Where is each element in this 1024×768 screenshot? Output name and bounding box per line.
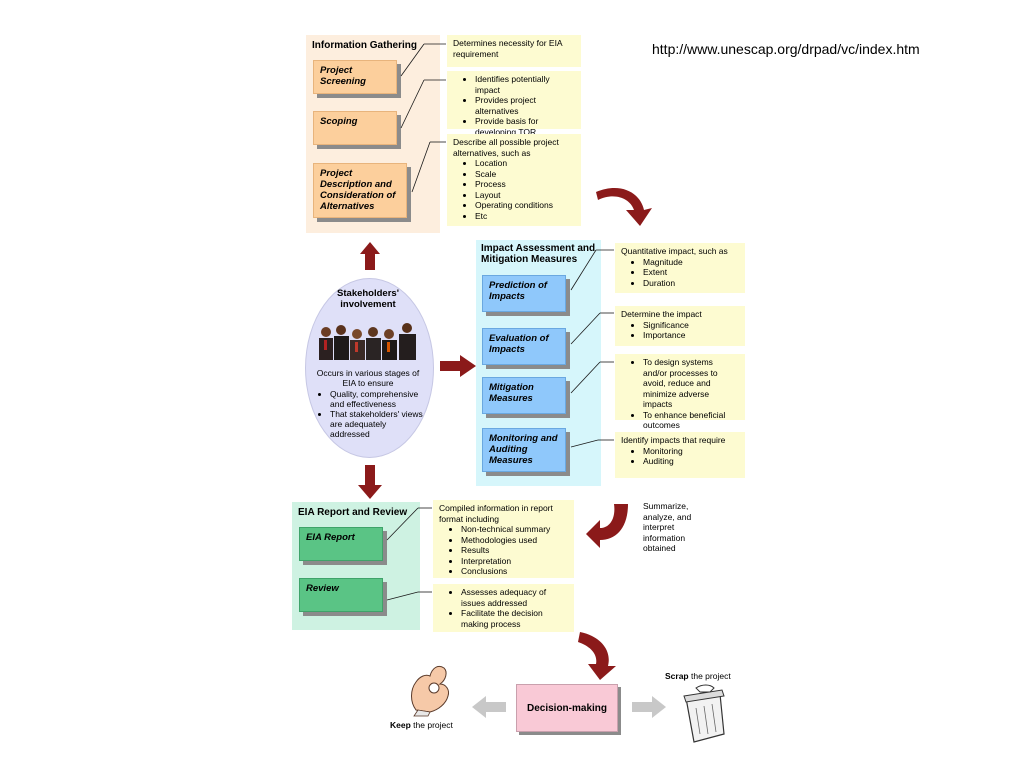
- list-item: Scale: [475, 169, 575, 180]
- list-item: Location: [475, 158, 575, 169]
- connector-line: [386, 591, 419, 601]
- list-item: Provides project alternatives: [475, 95, 575, 116]
- note-compiled-information: Compiled information in report format in…: [433, 500, 574, 578]
- list-item: Process: [475, 179, 575, 190]
- note-describe-alternatives: Describe all possible project alternativ…: [447, 134, 581, 226]
- step-prediction: Prediction of Impacts: [482, 275, 566, 312]
- note-design-systems: To design systems and/or processes to av…: [615, 354, 745, 430]
- info-gathering-title: Information Gathering: [312, 40, 417, 51]
- connector-line: [570, 249, 597, 291]
- list-item: Facilitate the decision making process: [461, 608, 568, 629]
- list-item: Interpretation: [461, 556, 568, 567]
- list-item: Significance: [643, 320, 739, 331]
- keep-caption: Keep the project: [390, 720, 453, 730]
- step-project-screening: Project Screening: [313, 60, 397, 94]
- step-mitigation: Mitigation Measures: [482, 377, 566, 414]
- list-item: Monitoring: [643, 446, 739, 457]
- connector-line: [570, 361, 601, 394]
- list-item: Provide basis for developing TOR: [475, 116, 575, 137]
- grey-right-arrow-icon: [632, 696, 666, 718]
- list-item: Importance: [643, 330, 739, 341]
- decision-making-box: Decision-making: [516, 684, 618, 732]
- list-item: Assesses adequacy of issues addressed: [461, 587, 568, 608]
- grey-left-arrow-icon: [472, 696, 506, 718]
- list-item: Duration: [643, 278, 739, 289]
- step-review: Review: [299, 578, 383, 612]
- list-item: Extent: [643, 267, 739, 278]
- list-item: To enhance beneficial outcomes: [643, 410, 739, 431]
- connector-line: [400, 79, 425, 129]
- connector-line: [386, 507, 419, 541]
- step-eia-report: EIA Report: [299, 527, 383, 561]
- list-item: Magnitude: [643, 257, 739, 268]
- connector-line: [411, 141, 431, 193]
- list-item: Auditing: [643, 456, 739, 467]
- connector-line: [400, 43, 425, 77]
- note-assesses-adequacy: Assesses adequacy of issues addressed Fa…: [433, 584, 574, 632]
- note-intro: Describe all possible project alternativ…: [453, 137, 559, 158]
- note-intro: Quantitative impact, such as: [621, 246, 728, 256]
- list-item: Conclusions: [461, 566, 568, 577]
- up-arrow-icon: [360, 242, 380, 270]
- list-item: That stakeholders' views are adequately …: [330, 409, 424, 439]
- note-intro: Determine the impact: [621, 309, 702, 319]
- step-monitoring: Monitoring and Auditing Measures: [482, 428, 566, 472]
- connector-line: [570, 312, 601, 345]
- stakeholders-people-image: [317, 318, 418, 360]
- list-item: Results: [461, 545, 568, 556]
- ok-hand-icon: [411, 665, 449, 717]
- list-item: To design systems and/or processes to av…: [643, 357, 739, 410]
- curved-arrow-icon-1: [596, 188, 652, 226]
- list-item: Etc: [475, 211, 575, 222]
- note-determines-necessity: Determines necessity for EIA requirement: [447, 35, 581, 67]
- stakeholders-ellipse: [305, 278, 434, 458]
- list-item: Operating conditions: [475, 200, 575, 211]
- list-item: Layout: [475, 190, 575, 201]
- list-item: Identifies potentially impact: [475, 74, 575, 95]
- down-arrow-icon: [358, 465, 382, 499]
- step-evaluation: Evaluation of Impacts: [482, 328, 566, 365]
- connector-line: [570, 439, 599, 448]
- summarize-text: Summarize, analyze, and interpret inform…: [643, 501, 692, 553]
- stakeholders-list: Quality, comprehensive and effectiveness…: [316, 389, 424, 439]
- report-title: EIA Report and Review: [298, 507, 408, 518]
- step-scoping: Scoping: [313, 111, 397, 145]
- scrap-caption: Scrap the project: [665, 671, 731, 681]
- note-identify-impacts: Identify impacts that require Monitoring…: [615, 432, 745, 478]
- impact-title: Impact Assessment and Mitigation Measure…: [481, 243, 596, 265]
- list-item: Quality, comprehensive and effectiveness: [330, 389, 424, 409]
- note-quantitative-impact: Quantitative impact, such as Magnitude E…: [615, 243, 745, 293]
- curved-arrow-icon-2: [586, 504, 628, 548]
- step-project-description: Project Description and Consideration of…: [313, 163, 407, 218]
- note-determine-impact: Determine the impact Significance Import…: [615, 306, 745, 346]
- note-intro: Compiled information in report format in…: [439, 503, 553, 524]
- trash-bin-icon: [683, 684, 725, 743]
- list-item: Methodologies used: [461, 535, 568, 546]
- right-arrow-icon: [440, 355, 476, 377]
- stakeholders-text: Occurs in various stages of EIA to ensur…: [316, 368, 420, 388]
- note-intro: Identify impacts that require: [621, 435, 726, 445]
- list-item: Non-technical summary: [461, 524, 568, 535]
- source-url[interactable]: http://www.unescap.org/drpad/vc/index.ht…: [652, 41, 920, 57]
- curved-arrow-icon-3: [578, 632, 616, 680]
- stakeholders-title: Stakeholders' involvement: [337, 288, 399, 310]
- note-identifies-impact: Identifies potentially impact Provides p…: [447, 71, 581, 137]
